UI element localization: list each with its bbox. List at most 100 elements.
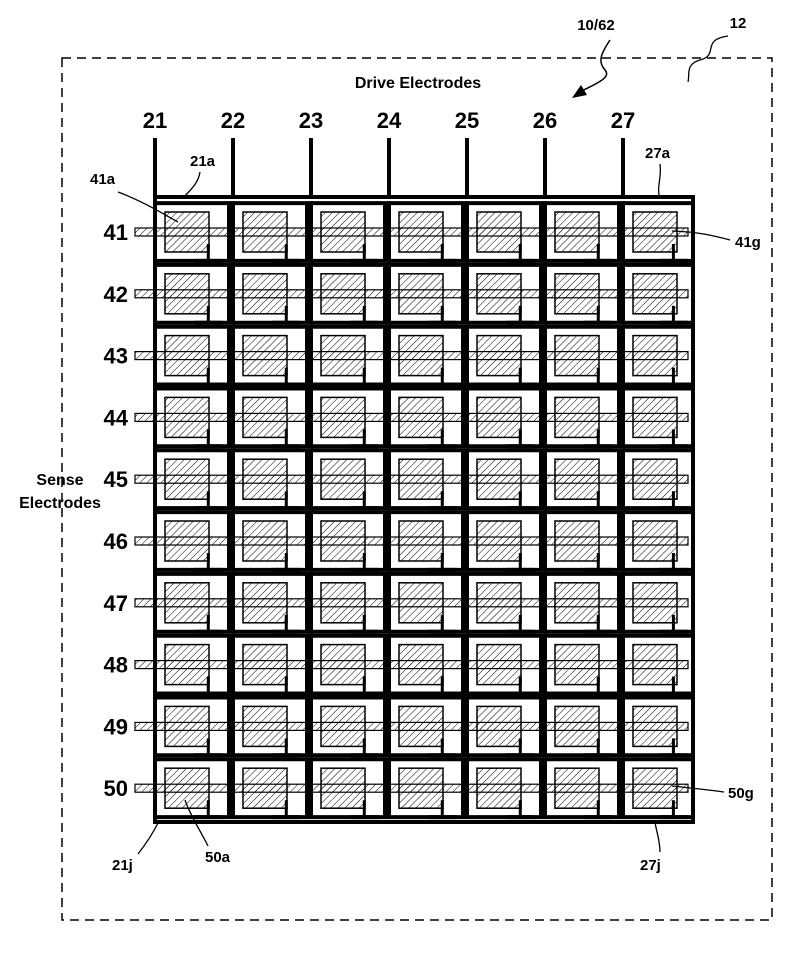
sense-pad-44-21 (164, 396, 210, 439)
sense-pad-42-24 (398, 273, 444, 315)
sense-pad-43-27 (632, 334, 678, 377)
callout-50g: 50g (728, 785, 754, 802)
sense-pad-49-24 (398, 705, 444, 748)
sense-pad-44-24 (398, 396, 444, 439)
sense-pad-47-22 (242, 582, 288, 624)
drive-electrode-23-label: 23 (299, 108, 323, 133)
callout-50a-leader (184, 799, 209, 847)
callout-27a: 27a (645, 145, 671, 162)
sense-electrode-50-label: 50 (104, 776, 128, 801)
sense-pad-48-27 (632, 643, 678, 686)
drive-electrode-26-label: 26 (533, 108, 557, 133)
callout-27j-leader (654, 821, 661, 853)
sense-pad-45-21 (164, 458, 210, 500)
callout-21j: 21j (112, 857, 133, 874)
sense-pad-43-23 (320, 334, 366, 377)
callout-41g-leader (671, 230, 731, 241)
sense-pad-45-25 (476, 458, 522, 500)
sense-pad-47-23 (320, 582, 366, 624)
sense-pad-46-27 (632, 520, 678, 562)
callout-41a: 41a (90, 171, 116, 188)
sense-pad-42-22 (242, 273, 288, 315)
sense-electrode-48-label: 48 (104, 653, 128, 678)
sense-pad-47-27 (632, 582, 678, 624)
sense-pad-44-22 (242, 396, 288, 439)
sense-pad-42-27 (632, 273, 678, 315)
sense-pad-44-27 (632, 396, 678, 439)
sense-pad-50-24 (398, 767, 444, 809)
sense-pad-44-25 (476, 396, 522, 439)
drive-electrode-25-label: 25 (455, 108, 479, 133)
sense-pad-48-22 (242, 643, 288, 686)
sense-pad-47-26 (554, 582, 600, 624)
panel-ref-label: 12 (730, 15, 747, 32)
sense-electrodes-title-line1: Sense (36, 472, 83, 489)
sense-pad-49-23 (320, 705, 366, 748)
sense-pad-41-24 (398, 211, 444, 253)
sense-electrode-46-label: 46 (104, 529, 128, 554)
figure-ref-label: 10/62 (577, 17, 615, 34)
sense-pad-50-26 (554, 767, 600, 809)
callout-27a-leader (657, 163, 662, 199)
sense-pad-50-23 (320, 767, 366, 809)
sense-pad-43-26 (554, 334, 600, 377)
sense-pad-46-24 (398, 520, 444, 562)
sense-pad-41-22 (242, 211, 288, 253)
sense-pad-45-23 (320, 458, 366, 500)
callout-21j-leader (137, 822, 159, 855)
sense-pad-43-25 (476, 334, 522, 377)
sense-pad-48-24 (398, 643, 444, 686)
sense-pad-44-26 (554, 396, 600, 439)
sense-pad-41-23 (320, 211, 366, 253)
sense-pad-43-24 (398, 334, 444, 377)
sense-electrode-41-label: 41 (104, 220, 128, 245)
panel-ref-leader (687, 35, 729, 83)
sense-pad-47-21 (164, 582, 210, 624)
sense-electrode-47-label: 47 (104, 591, 128, 616)
callout-41a-leader (117, 191, 179, 223)
sense-electrode-44-label: 44 (104, 405, 129, 430)
callout-21a: 21a (190, 153, 216, 170)
sense-pad-50-22 (242, 767, 288, 809)
sense-pad-46-22 (242, 520, 288, 562)
sense-pad-43-21 (164, 334, 210, 377)
sense-pad-49-25 (476, 705, 522, 748)
sense-pad-46-25 (476, 520, 522, 562)
sense-electrode-49-label: 49 (104, 714, 128, 739)
sense-pad-45-26 (554, 458, 600, 500)
callout-27j: 27j (640, 857, 661, 874)
sense-pad-47-24 (398, 582, 444, 624)
sense-pad-45-22 (242, 458, 288, 500)
sense-pad-42-21 (164, 273, 210, 315)
sense-pad-42-25 (476, 273, 522, 315)
sense-pad-43-22 (242, 334, 288, 377)
sense-pad-42-23 (320, 273, 366, 315)
sense-pad-41-26 (554, 211, 600, 253)
sense-electrode-45-label: 45 (104, 467, 128, 492)
callout-21a-leader (181, 171, 201, 200)
sense-pad-47-25 (476, 582, 522, 624)
sense-pad-50-27 (632, 767, 678, 809)
panel-boundary (61, 57, 773, 921)
sense-pad-45-27 (632, 458, 678, 500)
sense-pad-48-21 (164, 643, 210, 686)
grid-outer-border (153, 195, 695, 824)
sense-pad-49-22 (242, 705, 288, 748)
sense-pad-48-23 (320, 643, 366, 686)
sense-electrode-43-label: 43 (104, 344, 128, 369)
drive-electrode-27-label: 27 (611, 108, 635, 133)
sense-pad-48-26 (554, 643, 600, 686)
sense-pad-44-23 (320, 396, 366, 439)
sense-pad-46-21 (164, 520, 210, 562)
sense-pad-46-23 (320, 520, 366, 562)
sense-pad-46-26 (554, 520, 600, 562)
sense-pad-50-25 (476, 767, 522, 809)
sense-pad-45-24 (398, 458, 444, 500)
sense-pad-49-26 (554, 705, 600, 748)
drive-electrode-22-label: 22 (221, 108, 245, 133)
figure-ref-arrow (577, 39, 611, 94)
sense-pad-49-27 (632, 705, 678, 748)
sense-pad-41-25 (476, 211, 522, 253)
sense-pad-50-21 (164, 767, 210, 809)
